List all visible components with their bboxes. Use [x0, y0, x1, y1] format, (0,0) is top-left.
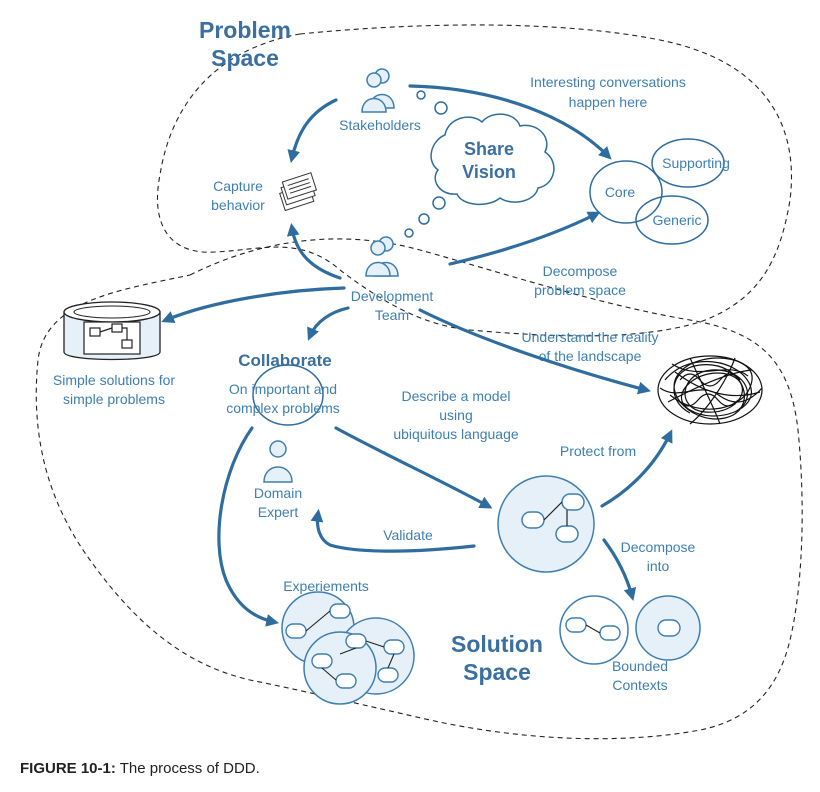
domain-expert-label: Domain [254, 485, 302, 501]
solution-space-boundary [35, 238, 803, 740]
thought-dot [404, 228, 414, 238]
arrow-devteam-to-simple [161, 286, 346, 324]
stakeholders-label: Stakeholders [339, 117, 421, 133]
person-icon [263, 440, 293, 483]
arrow-stakeholders-to-core [408, 84, 612, 160]
problem-space-boundary [156, 24, 792, 337]
bounded-contexts-icon [559, 595, 701, 665]
simple-solutions-label-line2: simple problems [63, 391, 165, 407]
arrow-collaborate-to-experiments [217, 426, 279, 627]
simple-solutions-label: Simple solutions for [53, 372, 176, 388]
generic-circle [635, 195, 709, 245]
generic-label: Generic [652, 212, 701, 228]
share-vision-label: Share [464, 139, 514, 159]
decompose-problem-label-line2: problem space [534, 282, 626, 298]
core-label: Core [605, 184, 636, 200]
interesting-conversations-label: Interesting conversations [530, 74, 686, 90]
supporting-label: Supporting [662, 155, 730, 171]
share-vision-label-line2: Vision [462, 162, 516, 182]
decompose-problem-label: Decompose [543, 263, 618, 279]
bounded-contexts-label: Bounded [612, 658, 668, 674]
thought-dot [432, 196, 446, 210]
arrow-validate-to-expert [310, 508, 476, 553]
development-team-label: Development [351, 288, 434, 304]
collaborate-circle [252, 364, 324, 426]
figure-caption: FIGURE 10-1: The process of DDD. [20, 760, 260, 777]
bounded-contexts-label-line2: Contexts [612, 677, 667, 693]
development-team-label-line2: Team [375, 307, 409, 323]
model-blob-icon [497, 475, 595, 573]
problem-space-title-line2: Space [211, 45, 279, 71]
capture-behavior-label: Capture [213, 178, 263, 194]
arrow-devteam-to-capture [286, 222, 342, 280]
arrow-model-to-landscape [600, 429, 673, 508]
describe-model-label-line3: ubiquitous language [393, 426, 519, 442]
arrow-devteam-to-collaborate [307, 306, 350, 341]
arrow-devteam-to-landscape [418, 308, 651, 395]
decompose-into-label: Decompose [621, 539, 696, 555]
interesting-conversations-label-line2: happen here [569, 94, 648, 110]
document-stack-icon [279, 172, 318, 212]
supporting-circle [651, 138, 725, 188]
solution-space-title-line2: Space [463, 659, 531, 685]
thought-dot [416, 90, 426, 100]
collaborate-label: Collaborate [238, 351, 332, 370]
capture-behavior-label-line2: behavior [211, 197, 265, 213]
decompose-into-label-line2: into [647, 558, 670, 574]
collaborate-sub-label-line2: complex problems [226, 400, 340, 416]
understand-reality-label: Understand the reality [522, 329, 659, 345]
arrow-collaborate-to-model [334, 426, 493, 509]
tangled-ball-icon [657, 355, 763, 425]
thought-cloud-icon [430, 113, 555, 206]
describe-model-label: Describe a model [402, 388, 511, 404]
experiments-label: Experiements [283, 578, 369, 594]
arrow-stakeholders-to-capture [287, 98, 338, 163]
database-icon [63, 301, 161, 361]
arrow-model-to-bounded [602, 538, 637, 601]
figure-caption-label: FIGURE 10-1: [20, 760, 116, 777]
understand-reality-label-line2: of the landscape [539, 348, 642, 364]
experiments-cluster [281, 591, 415, 705]
collaborate-sub-label: On important and [229, 381, 337, 397]
person-icon [361, 68, 395, 113]
person-icon [365, 236, 399, 277]
describe-model-label-line2: using [439, 407, 472, 423]
thought-dot [434, 101, 448, 115]
solution-space-title: Solution [451, 631, 543, 657]
problem-space-title: Problem [199, 17, 291, 43]
validate-label: Validate [383, 527, 433, 543]
core-circle [589, 160, 663, 224]
thought-dot [418, 213, 430, 225]
arrow-devteam-to-core [448, 211, 601, 266]
protect-from-label: Protect from [560, 443, 636, 459]
figure-caption-text: The process of DDD. [119, 760, 260, 777]
domain-expert-label-line2: Expert [258, 504, 299, 520]
